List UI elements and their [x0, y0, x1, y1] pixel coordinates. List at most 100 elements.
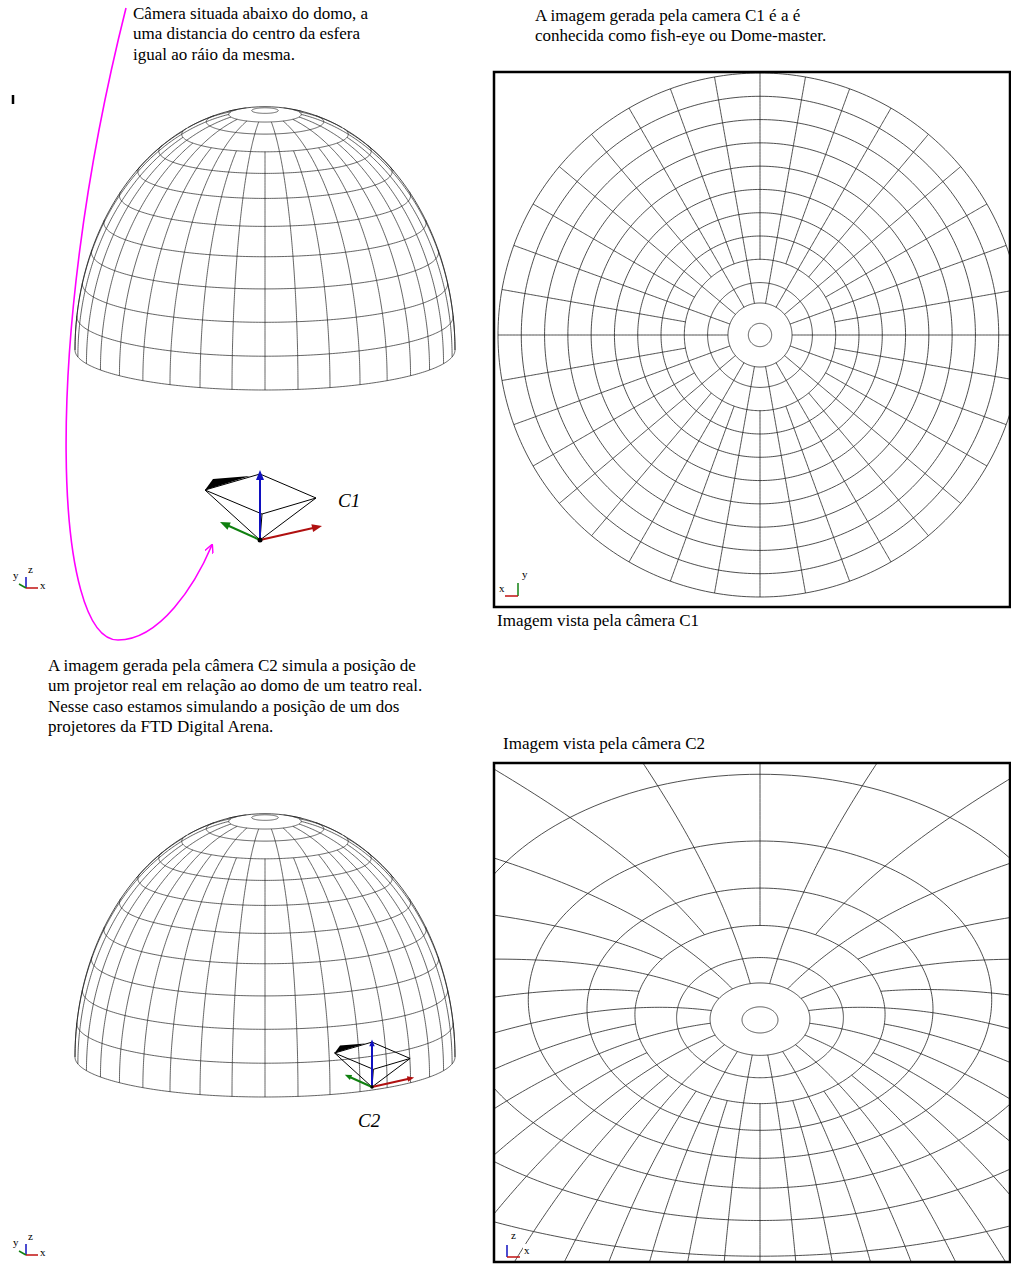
mesh-line	[801, 959, 1009, 1262]
axis-label: x	[498, 582, 506, 595]
mesh-line	[100, 143, 192, 370]
mesh-line	[75, 821, 229, 1057]
mesh-line	[495, 959, 719, 1262]
mesh-line	[728, 303, 792, 367]
image-frame	[494, 72, 1010, 607]
mesh-line	[786, 406, 850, 581]
axis-triad	[19, 1244, 38, 1255]
mesh-line	[495, 1023, 710, 1262]
mesh-line	[715, 77, 755, 303]
camera-icon-part	[205, 490, 260, 540]
stray-mark	[12, 95, 15, 104]
axis-triad-part	[26, 1254, 38, 1256]
mesh-line	[710, 983, 810, 1055]
mesh-line	[881, 990, 1009, 1262]
mesh-line	[514, 346, 730, 425]
mesh-line	[502, 290, 685, 322]
camera-icon-part	[311, 524, 322, 532]
axis-triad-part	[506, 1245, 508, 1257]
axis-label: y	[521, 568, 529, 581]
note-text: A imagem gerada pela câmera C2 simula a …	[48, 656, 438, 738]
mesh-line	[629, 108, 744, 307]
camera-icon	[335, 1039, 415, 1088]
mesh-line	[785, 356, 961, 504]
mesh-line	[768, 1055, 807, 1262]
mesh-line	[229, 108, 302, 122]
camera-icon-part	[371, 1045, 373, 1087]
note-text: A imagem gerada pela camera C1 é a é con…	[535, 6, 865, 47]
mesh-line	[265, 152, 266, 390]
mesh-line	[884, 1024, 1009, 1262]
mesh-line	[75, 114, 229, 350]
mesh-line	[347, 137, 452, 357]
mesh-line	[143, 148, 212, 381]
mesh-line	[770, 764, 1009, 984]
mesh-line	[495, 898, 662, 1125]
mesh-line	[299, 824, 443, 1071]
mesh-line	[776, 363, 891, 562]
mesh-line	[271, 829, 298, 1096]
mesh-line	[347, 131, 394, 171]
mesh-line	[136, 131, 183, 171]
mesh-line	[766, 77, 806, 303]
axis-triad-part	[505, 595, 518, 597]
axis-triad-part	[19, 1251, 26, 1255]
mesh-line	[810, 1023, 1009, 1262]
mesh-line	[293, 151, 329, 388]
axis-triad-part	[517, 583, 519, 596]
dome-outline	[75, 814, 455, 1057]
camera-icon-part	[258, 538, 263, 543]
axis-triad	[19, 577, 38, 588]
mesh-line	[299, 117, 443, 364]
mesh-line	[347, 838, 394, 878]
mesh-line	[252, 108, 279, 114]
mesh-line	[592, 134, 712, 277]
mesh-line	[337, 143, 429, 370]
mesh-line	[495, 764, 750, 984]
axis-label: z	[28, 563, 33, 576]
camera-icon-part	[335, 1043, 366, 1053]
dome-wireframe	[75, 107, 455, 390]
mesh-line	[206, 823, 323, 842]
camera-icon-part	[372, 1042, 373, 1087]
mesh-line	[815, 764, 1009, 935]
mesh-line	[677, 958, 844, 1078]
mesh-line	[629, 363, 744, 562]
note-text: Câmera situada abaixo do domo, a uma dis…	[133, 4, 398, 65]
axis-label: x	[40, 1246, 46, 1259]
mesh-line	[200, 858, 236, 1095]
camera-icon-part	[335, 1053, 372, 1087]
mesh-line	[232, 122, 259, 389]
mesh-line	[283, 121, 360, 385]
mesh-line	[119, 119, 237, 375]
mesh-line	[760, 764, 761, 925]
mesh-line	[790, 245, 1006, 324]
camera-icon-part	[259, 478, 261, 540]
mesh-line	[805, 1035, 1009, 1262]
mesh-line	[592, 393, 712, 536]
mesh-line	[86, 824, 230, 1071]
mesh-line	[136, 838, 183, 878]
mesh-line	[792, 335, 1009, 336]
mesh-line	[499, 1045, 725, 1262]
mesh-line	[852, 1075, 1009, 1262]
camera-icon-part	[372, 1058, 410, 1087]
mesh-line	[347, 844, 452, 1064]
mesh-line	[858, 898, 1009, 1125]
mesh-line	[835, 348, 1009, 380]
mesh-line	[785, 167, 961, 315]
camera-icon-part	[260, 498, 316, 540]
camera-icon-part	[256, 470, 264, 480]
mesh-line	[835, 290, 1009, 322]
mesh-line	[271, 122, 298, 389]
mesh-line	[188, 112, 231, 128]
mesh-line	[188, 819, 231, 835]
mesh-line	[170, 121, 247, 385]
mesh-line	[495, 764, 705, 935]
mesh-line	[670, 406, 734, 581]
axis-label: y	[13, 569, 19, 582]
mesh-line	[776, 108, 891, 307]
camera-icon-part	[350, 1077, 372, 1087]
camera-icon-part	[227, 525, 260, 540]
